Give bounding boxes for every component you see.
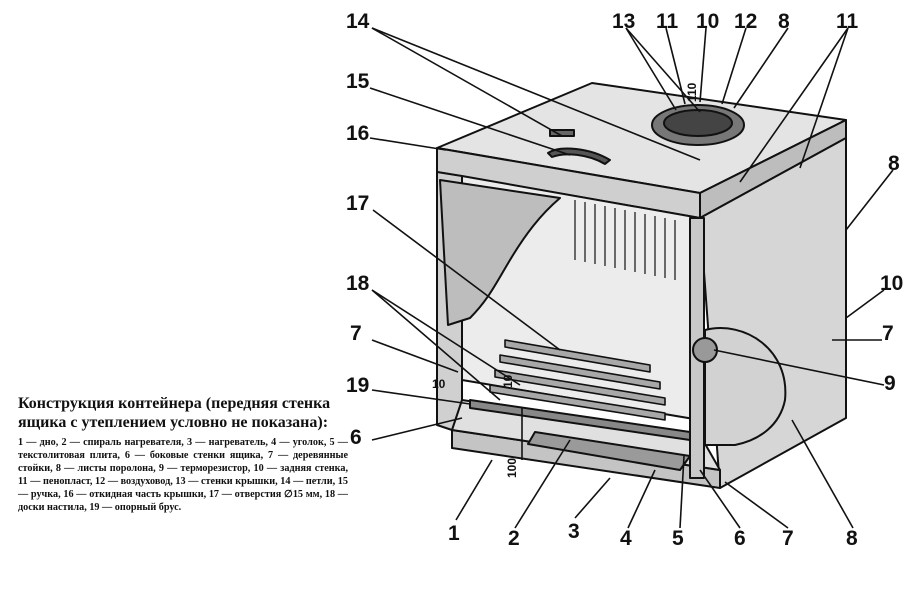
label-14: 14 xyxy=(346,10,370,33)
label-8-right: 8 xyxy=(888,152,900,175)
label-7-right: 7 xyxy=(882,322,894,345)
leader-lines xyxy=(369,27,894,529)
label-17: 17 xyxy=(346,192,369,215)
caption-title: Конструкция контейнера (передняя стенка … xyxy=(18,395,331,431)
vent-inner xyxy=(663,109,733,137)
label-12: 12 xyxy=(734,10,757,33)
label-6-bottom: 6 xyxy=(734,527,746,550)
label-19: 19 xyxy=(346,374,369,397)
label-6-left: 6 xyxy=(350,426,362,449)
figure-caption: Конструкция контейнера (передняя стенка … xyxy=(18,394,348,514)
callout-labels: 14 15 16 17 18 7 19 6 13 11 10 12 8 11 8… xyxy=(346,10,903,550)
label-8-top: 8 xyxy=(778,10,790,33)
label-4: 4 xyxy=(620,527,632,550)
label-7-bottom: 7 xyxy=(782,527,794,550)
back-slats xyxy=(574,200,676,280)
label-3: 3 xyxy=(568,520,580,543)
label-2: 2 xyxy=(508,527,520,550)
label-7-left: 7 xyxy=(350,322,362,345)
label-8-bottom: 8 xyxy=(846,527,858,550)
label-1: 1 xyxy=(448,522,460,545)
label-11-right: 11 xyxy=(836,10,859,33)
dimension-100: 100 xyxy=(505,458,519,478)
label-10-top: 10 xyxy=(696,10,719,33)
thermistor xyxy=(692,337,718,363)
label-13: 13 xyxy=(612,10,635,33)
box-drawing xyxy=(436,82,847,489)
foam-right xyxy=(704,327,787,446)
floor-boards xyxy=(489,339,666,421)
label-10-right: 10 xyxy=(880,272,903,295)
dimension-110: 110 xyxy=(685,82,699,102)
label-15: 15 xyxy=(346,70,370,93)
dimension-labels: 10 10 100 110 xyxy=(432,82,699,478)
foam-left xyxy=(439,179,561,326)
label-5: 5 xyxy=(672,527,684,550)
label-18: 18 xyxy=(346,272,370,295)
caption-legend: 1 — дно, 2 — спираль нагревателя, 3 — на… xyxy=(18,437,348,513)
label-9: 9 xyxy=(884,372,896,395)
support-bar xyxy=(469,399,691,441)
dimension-10-left: 10 xyxy=(432,377,446,391)
label-11-top: 11 xyxy=(656,10,679,33)
label-16: 16 xyxy=(346,122,369,145)
dimension-10-inner: 10 xyxy=(501,374,515,388)
